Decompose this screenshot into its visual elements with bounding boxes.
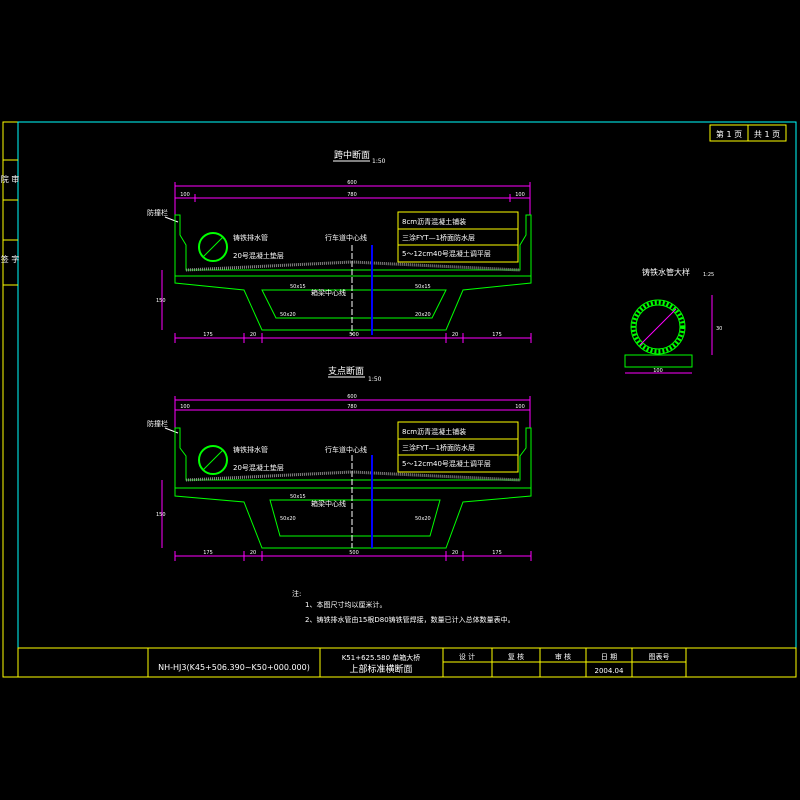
lane-center-label: 行车道中心线 — [325, 445, 367, 454]
drawing-number: NH-HJ3(K45+506.390~K50+000.000) — [158, 663, 310, 672]
check-label: 复 核 — [508, 652, 524, 661]
layer-asphalt: 8cm沥青混凝土铺装 — [402, 427, 466, 436]
layer-asphalt: 8cm沥青混凝土铺装 — [402, 217, 466, 226]
project-name: K51+625.580 单箱大桥 — [342, 653, 421, 662]
note-line-2: 2、铸铁排水管由15根D80铸铁管焊接，数量已计入总体数量表中。 — [305, 615, 515, 624]
layer-leveling: 5～12cm40号混凝土调平层 — [402, 249, 491, 258]
drawing-title: 上部标准横断面 — [349, 663, 412, 675]
dim-bottom: 175 — [203, 332, 213, 338]
guardrail-label: 防撞栏 — [147, 419, 168, 428]
pavement-layer — [185, 470, 521, 482]
pipe-label: 铸铁排水管 — [233, 233, 268, 242]
pipe-detail-scale: 1:25 — [703, 272, 714, 278]
concrete-label: 20号混凝土垫层 — [233, 251, 284, 260]
pipe-diameter-line — [639, 308, 677, 346]
notes: 注: 1、本图尺寸均以厘米计。 2、铸铁排水管由15根D80铸铁管焊接，数量已计… — [292, 589, 515, 624]
pipe-inner — [635, 304, 681, 350]
inner-dim: 50x15 — [415, 284, 431, 290]
pipe-hatch — [631, 300, 685, 354]
review-label: 审 核 — [555, 652, 571, 661]
dim-left: 100 — [180, 192, 190, 198]
title-block: NH-HJ3(K45+506.390~K50+000.000) K51+625.… — [17, 647, 797, 678]
date-label: 日 期 — [601, 653, 617, 661]
pipe-dim-bottom: 100 — [653, 368, 663, 374]
layer-callout-box — [397, 421, 519, 473]
page-total: 共 1 页 — [754, 130, 780, 139]
dim-bottom: 500 — [349, 332, 359, 338]
box-girder-outline — [174, 214, 532, 331]
leader-line — [164, 216, 179, 223]
support-section: 支点断面 1:50 600 100 780 100 防撞栏 铸铁排水管 20号混… — [147, 365, 532, 561]
date-value: 2004.04 — [595, 667, 624, 675]
midspan-scale: 1:50 — [372, 158, 386, 165]
dim-mid: 780 — [347, 404, 357, 410]
pipe-label: 铸铁排水管 — [233, 445, 268, 454]
side-label-bottom: 签 字 — [1, 254, 20, 264]
dim-bottom: 175 — [492, 550, 502, 556]
pipe-detail: 铸铁水管大样 1:25 100 30 — [624, 267, 722, 374]
dim-total: 600 — [347, 180, 357, 186]
sheet-no-label: 图表号 — [649, 652, 670, 661]
guardrail-label: 防撞栏 — [147, 208, 168, 217]
bridge-center-label: 箱梁中心线 — [311, 499, 346, 508]
inner-dim: 50x15 — [290, 494, 306, 500]
layer-waterproof: 三涂FYT—1桥面防水层 — [402, 233, 475, 242]
pipe-detail-title: 铸铁水管大样 — [642, 267, 690, 277]
side-label-top: 院 审 — [1, 174, 20, 184]
pipe-hatch — [202, 449, 224, 471]
dim-bottom: 500 — [349, 550, 359, 556]
bridge-center-label: 箱梁中心线 — [311, 288, 346, 297]
pipe-hatch — [202, 236, 224, 258]
dim-bottom: 20 — [250, 550, 256, 556]
dim-left: 100 — [180, 404, 190, 410]
inner-dim: 50x20 — [415, 516, 431, 522]
height-label: 150 — [156, 298, 166, 304]
dim-bottom: 20 — [452, 332, 458, 338]
pipe-outer — [630, 299, 686, 355]
support-title: 支点断面 — [328, 365, 364, 377]
box-cell-void — [269, 499, 441, 537]
pavement-layer — [185, 260, 521, 272]
notes-heading: 注: — [292, 589, 301, 598]
dim-bottom: 175 — [492, 332, 502, 338]
box-cell-void — [261, 289, 447, 319]
layer-callout-box — [397, 211, 519, 263]
layer-leveling: 5～12cm40号混凝土调平层 — [402, 459, 491, 468]
dim-right: 100 — [515, 404, 525, 410]
box-girder-outline — [174, 427, 532, 549]
pipe-dim-side: 30 — [716, 326, 722, 332]
dim-bottom: 175 — [203, 550, 213, 556]
height-label: 150 — [156, 512, 166, 518]
page-number: 第 1 页 — [716, 129, 742, 139]
design-label: 设 计 — [459, 652, 475, 661]
dim-bottom: 20 — [452, 550, 458, 556]
concrete-label: 20号混凝土垫层 — [233, 463, 284, 472]
dim-right: 100 — [515, 192, 525, 198]
lane-center-label: 行车道中心线 — [325, 233, 367, 242]
inner-dim: 50x15 — [290, 284, 306, 290]
note-line-1: 1、本图尺寸均以厘米计。 — [305, 600, 386, 609]
drain-pipe — [198, 232, 228, 262]
pipe-base — [624, 354, 693, 368]
support-scale: 1:50 — [368, 376, 382, 383]
layer-waterproof: 三涂FYT—1桥面防水层 — [402, 443, 475, 452]
dim-total: 600 — [347, 394, 357, 400]
midspan-section: 跨中断面 1:50 600 100 780 100 防撞栏 铸铁排水管 20号混… — [147, 149, 532, 343]
dim-bottom: 20 — [250, 332, 256, 338]
midspan-title: 跨中断面 — [334, 149, 370, 161]
drain-pipe — [198, 445, 228, 475]
leader-line — [164, 427, 179, 434]
inner-dim: 50x20 — [280, 312, 296, 318]
dim-mid: 780 — [347, 192, 357, 198]
inner-dim: 50x20 — [280, 516, 296, 522]
inner-dim: 20x20 — [415, 312, 431, 318]
